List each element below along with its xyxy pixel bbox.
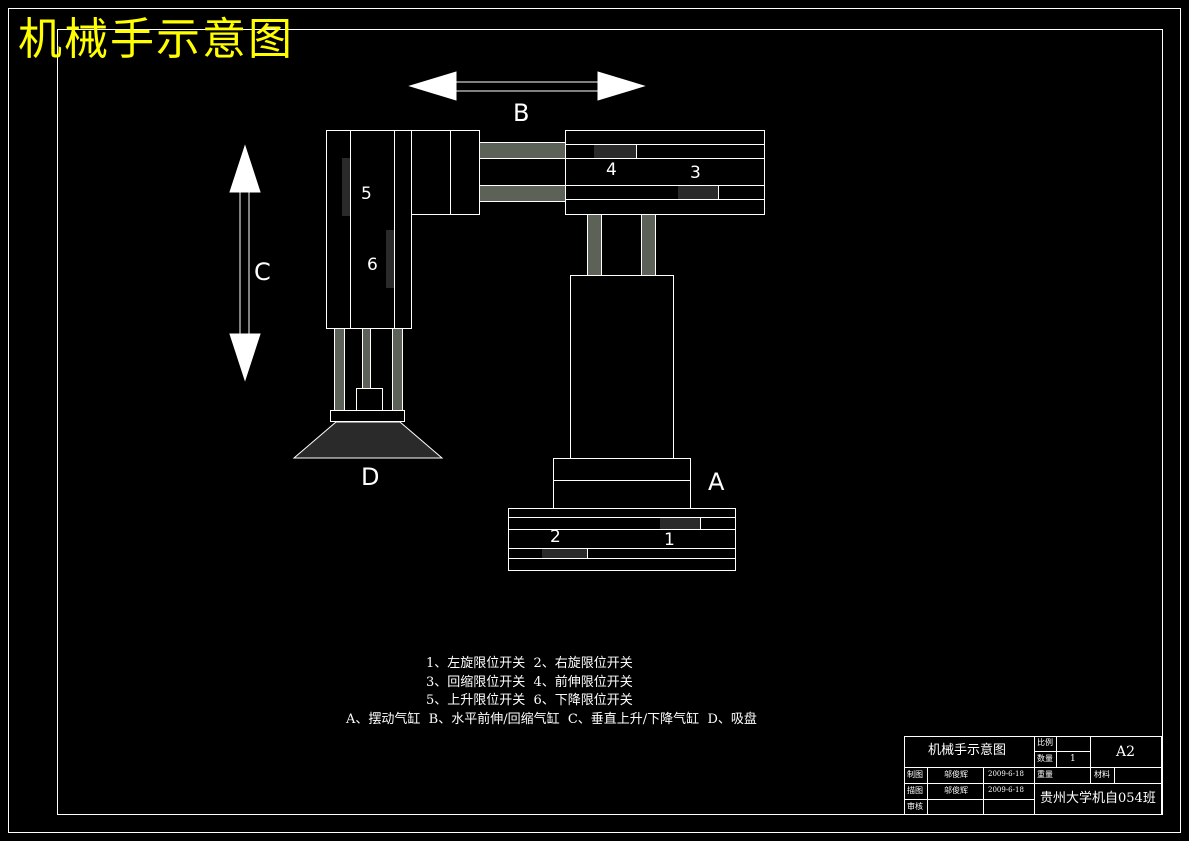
tb-drafted-name: 邬俊辉 [944,786,968,795]
tb-qty-label: 数量 [1037,754,1053,763]
label-d: D [361,463,380,491]
inner-frame [57,29,1163,815]
switch-1 [660,518,700,529]
vertical-rods [330,328,405,422]
tb-drafted-date: 2009-6-18 [988,786,1024,794]
tb-weight-label: 重量 [1037,770,1053,779]
label-4: 4 [606,160,617,180]
tb-drafted-label: 描图 [907,786,923,795]
arrow-c [229,144,261,382]
tb-sheet: A2 [1116,744,1136,760]
tb-drawn-label: 制图 [907,770,923,779]
suction-cup [292,421,444,459]
label-c: C [254,258,271,286]
outer-frame [8,8,1181,833]
label-2: 2 [550,527,561,547]
diagram-title: 机械手示意图 [18,14,294,65]
legend-line-3: 5、上升限位开关 6、下降限位开关 [426,693,633,708]
tb-material-label: 材料 [1094,770,1110,779]
switch-4 [594,145,636,158]
label-1: 1 [664,530,675,550]
arrow-b [408,71,646,101]
legend-line-2: 3、回缩限位开关 4、前伸限位开关 [426,675,633,690]
tb-name: 机械手示意图 [928,743,1007,758]
label-5: 5 [361,184,372,204]
tb-scale-label: 比例 [1037,738,1053,747]
label-a: A [708,468,725,496]
switch-3 [678,186,718,199]
horizontal-rods [479,142,566,202]
legend-line-1: 1、左旋限位开关 2、右旋限位开关 [426,656,633,671]
switch-2 [542,549,587,558]
tb-drawn-name: 邬俊辉 [944,770,968,779]
support-rods [587,214,656,276]
tb-drawn-date: 2009-6-18 [988,770,1024,778]
legend-line-4: A、摆动气缸 B、水平前伸/回缩气缸 C、垂直上升/下降气缸 D、吸盘 [346,712,757,727]
tb-review-label: 审核 [907,802,923,811]
switch-5 [342,158,350,216]
base-cylinder [508,508,736,571]
label-6: 6 [367,255,378,275]
tb-school: 贵州大学机自054班 [1040,791,1156,806]
tb-qty-value: 1 [1070,754,1076,764]
label-3: 3 [690,163,701,183]
title-block [904,736,1162,815]
label-b: B [513,99,530,127]
switch-6 [386,230,394,288]
horizontal-cylinder [565,130,765,215]
column [553,275,691,509]
